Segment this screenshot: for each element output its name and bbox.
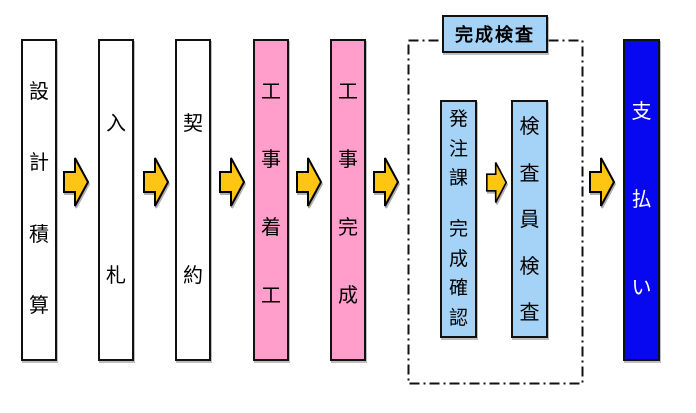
label-char: い — [631, 275, 652, 299]
step-design-estimate: 設計積算 — [21, 39, 57, 361]
flow-arrow-icon — [143, 155, 169, 209]
label-char: 発 — [448, 108, 468, 130]
label-char: 完 — [338, 215, 358, 239]
label-char: 契 — [183, 111, 203, 135]
label-char: 事 — [261, 147, 281, 171]
flow-arrow-icon — [373, 155, 399, 209]
label-char: 積 — [29, 221, 49, 246]
char-gap — [455, 199, 461, 209]
flow-arrow-icon — [589, 155, 615, 209]
label-char: 課 — [448, 167, 468, 190]
label-char: 認 — [448, 306, 468, 329]
inspection-group-outline — [407, 39, 584, 385]
label-char: 計 — [29, 150, 49, 175]
label-char: 払 — [631, 187, 652, 211]
inspection-group-title: 完成検査 — [442, 15, 548, 53]
label-char: 完 — [448, 217, 468, 240]
label-char: 成 — [338, 283, 358, 307]
step-contract: 契約 — [175, 39, 211, 361]
step-ordering-section-completion-confirm: 発注課 完成確認 — [440, 100, 477, 338]
label-char: 検 — [519, 114, 540, 138]
step-inspector-inspection: 検査員検査 — [511, 100, 548, 338]
flow-arrow-icon — [219, 155, 245, 209]
label-char: 工 — [261, 79, 281, 103]
label-char: 札 — [106, 263, 126, 287]
label-char: 確 — [448, 277, 468, 300]
step-construction-start: 工事着工 — [253, 39, 289, 361]
label-char: 工 — [261, 283, 281, 307]
label-char: 事 — [338, 147, 358, 171]
step-payment: 支払い — [623, 39, 660, 361]
label-char: 着 — [261, 215, 281, 239]
dash-dot-rect — [407, 39, 584, 385]
flow-arrow-icon — [486, 160, 507, 205]
flow-arrow-icon — [296, 155, 322, 209]
flow-arrow-icon — [63, 155, 89, 209]
label-char: 工 — [338, 79, 358, 103]
label-char: 算 — [29, 292, 49, 317]
label-char: 注 — [448, 137, 468, 160]
label-char: 査 — [519, 300, 540, 324]
label-char: 査 — [519, 160, 540, 185]
label-char: 成 — [448, 247, 468, 270]
label-char: 約 — [183, 263, 203, 287]
label-char: 設 — [29, 79, 49, 103]
label-char: 員 — [519, 207, 540, 231]
label-char: 支 — [631, 99, 652, 123]
step-construction-complete: 工事完成 — [330, 39, 366, 361]
label-char: 入 — [106, 111, 126, 135]
label-char: 検 — [519, 253, 540, 278]
step-bidding: 入札 — [98, 39, 134, 361]
